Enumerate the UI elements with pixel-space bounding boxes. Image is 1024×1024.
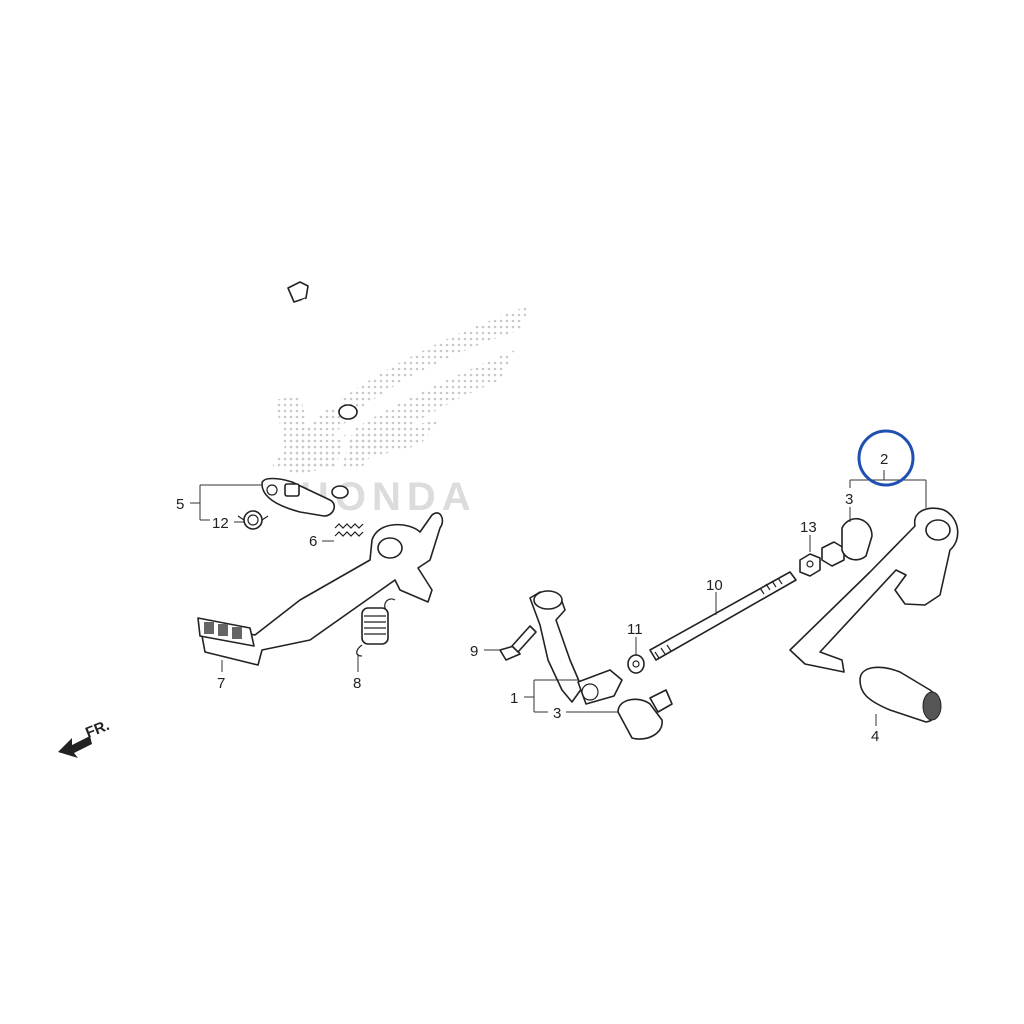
callout-12[interactable]: 12 xyxy=(212,515,229,532)
honda-wing-watermark xyxy=(270,305,530,475)
brake-pedal-part xyxy=(197,512,444,666)
callout-6[interactable]: 6 xyxy=(309,533,317,550)
callout-10[interactable]: 10 xyxy=(706,577,723,594)
nut-part xyxy=(627,654,645,674)
callout-13[interactable]: 13 xyxy=(800,519,817,536)
bolt-part xyxy=(499,625,537,661)
nut-upper-part xyxy=(799,553,821,577)
front-direction-text: FR. xyxy=(83,717,112,742)
leader-lines xyxy=(190,470,927,726)
gearshift-arm-part xyxy=(529,590,623,705)
front-direction-arrow-icon xyxy=(58,736,92,758)
small-spring-part xyxy=(334,523,364,537)
callout-3-lower[interactable]: 3 xyxy=(553,705,561,722)
rod-end-upper-part xyxy=(821,517,873,567)
tie-rod-part xyxy=(649,571,797,661)
callout-7[interactable]: 7 xyxy=(217,675,225,692)
highlight-circle xyxy=(857,429,915,487)
callout-2[interactable]: 2 xyxy=(880,451,888,468)
callout-1[interactable]: 1 xyxy=(510,690,518,707)
callout-11[interactable]: 11 xyxy=(627,621,643,638)
rod-end-lower-part xyxy=(617,689,673,740)
callout-9[interactable]: 9 xyxy=(470,643,478,660)
callout-8[interactable]: 8 xyxy=(353,675,361,692)
callout-5[interactable]: 5 xyxy=(176,496,184,513)
brake-switch-hose xyxy=(287,281,358,499)
brake-switch-part xyxy=(261,477,336,517)
gearshift-pedal-part xyxy=(789,507,959,673)
return-spring-part xyxy=(356,598,396,657)
clip-part xyxy=(237,510,269,530)
callout-4[interactable]: 4 xyxy=(871,728,879,745)
rubber-footpeg-part xyxy=(859,666,942,723)
callout-3-upper[interactable]: 3 xyxy=(845,491,853,508)
